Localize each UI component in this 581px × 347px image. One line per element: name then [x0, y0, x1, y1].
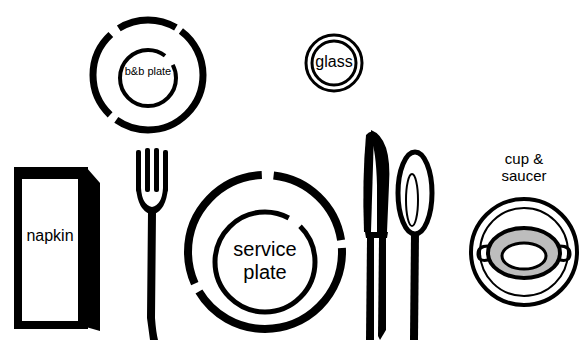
node-label: cup & saucer: [493, 150, 555, 185]
knife: [363, 130, 389, 340]
node-label: service plate: [220, 238, 310, 284]
fork: [136, 148, 168, 340]
node-label: glass: [304, 53, 364, 71]
napkin-outline: [12, 165, 104, 333]
napkin: napkin: [12, 165, 104, 333]
service-plate: service plate: [183, 172, 349, 332]
bread-plate: b&b plate: [87, 15, 209, 135]
glass: glass: [304, 33, 364, 93]
node-label: b&b plate: [123, 65, 173, 78]
cup-and-saucer: cup & saucer: [466, 150, 581, 308]
node-label: napkin: [22, 227, 78, 245]
spoon: [398, 152, 432, 340]
